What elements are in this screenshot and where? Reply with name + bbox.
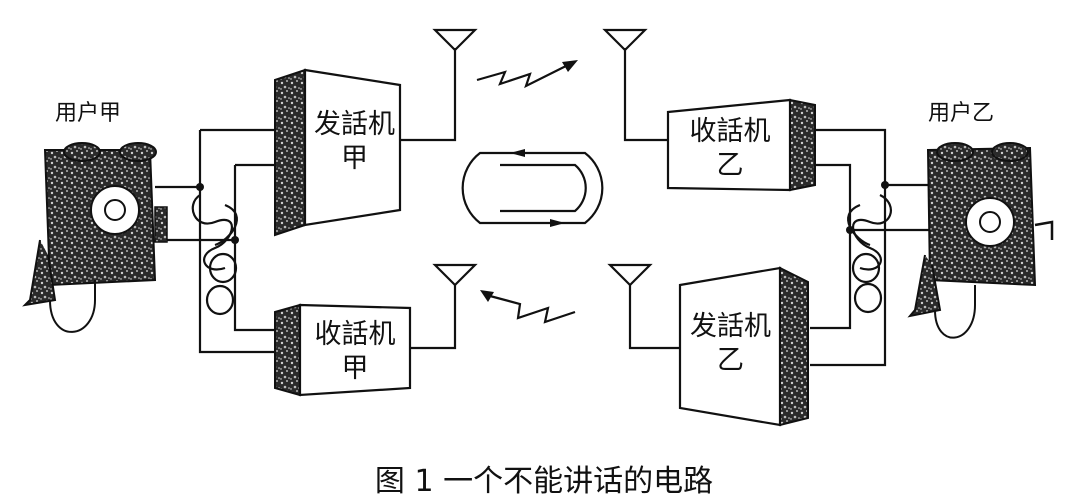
transmitter-box-a (274, 68, 402, 237)
user-a-label: 用户甲 (55, 101, 122, 126)
transmitter-a-label: 发話机 甲 (312, 108, 397, 176)
transmitter-b-label: 发話机 乙 (683, 310, 778, 378)
receiver-box-a (274, 303, 412, 397)
figure-caption: 图 1 一个不能讲话的电路 (374, 464, 714, 499)
antenna-icon (432, 28, 653, 287)
transmitter-b-label-line1: 发話机 (690, 311, 771, 342)
circuit-diagram (22, 28, 1054, 427)
receiver-b-label-line1: 收話机 (689, 116, 771, 147)
transmitter-a-label-line1: 发話机 (314, 109, 395, 140)
telephone-icon (22, 142, 1054, 339)
receiver-b-label: 收話机 乙 (675, 115, 785, 183)
receiver-a-label-line1: 收話机 (314, 319, 396, 350)
receiver-b-label-line2: 乙 (716, 150, 744, 181)
radio-wave-icon (476, 63, 576, 324)
transmitter-a-label-line2: 甲 (341, 143, 368, 174)
receiver-box-b (666, 98, 816, 192)
transmitter-b-label-line2: 乙 (717, 345, 744, 376)
receiver-a-label: 收話机 甲 (305, 318, 405, 386)
receiver-a-label-line2: 甲 (341, 353, 369, 384)
user-b-label: 用户乙 (928, 101, 995, 126)
transmitter-box-b (678, 266, 809, 427)
